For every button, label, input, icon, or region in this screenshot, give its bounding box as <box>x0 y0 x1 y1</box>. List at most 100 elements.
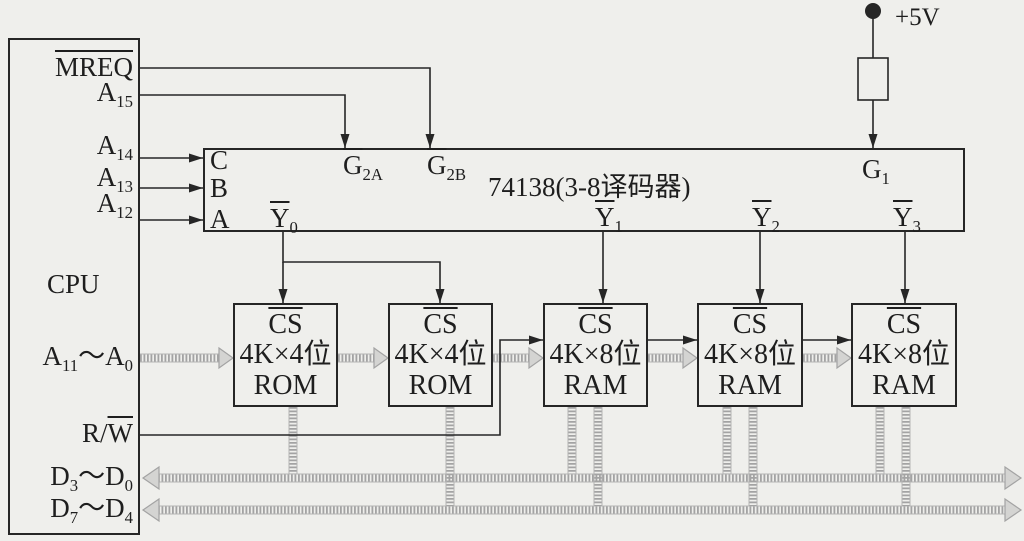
chip-size-label: 4K×8位 <box>703 339 796 370</box>
g2b-name: G <box>427 150 447 180</box>
dlow-to-sub: 0 <box>124 476 133 496</box>
dlow-from-sub: 3 <box>69 476 79 496</box>
chip-select-label: CS <box>545 311 646 339</box>
ram-3-data-link-high <box>901 407 911 506</box>
y0-sub: 0 <box>289 218 298 238</box>
dhigh-to-sub: 4 <box>124 508 133 528</box>
memory-chip-rom-2: CS 4K×4位 ROM <box>388 303 493 407</box>
y2-name: Y <box>752 202 772 232</box>
address-bus-to-rom-2 <box>338 346 390 370</box>
decoder-y0-label: Y0 <box>270 203 298 237</box>
dhigh-to-name: D <box>105 493 125 523</box>
g2a-name: G <box>343 150 363 180</box>
mreq-text: MREQ <box>54 52 133 82</box>
a13-label: A13 <box>96 162 133 196</box>
address-bus-label: A11～A0 <box>42 341 134 375</box>
data-bus-low <box>141 465 1023 491</box>
cpu-title: CPU <box>47 269 100 299</box>
cpu-block: MREQ A15 A14 A13 A12 CPU A11～A0 R/W D3～D… <box>8 38 140 535</box>
a12-sub: 12 <box>116 203 133 223</box>
decoder-g1-label: G1 <box>862 156 890 188</box>
g2a-sub: 2A <box>362 165 383 185</box>
rom-2-data-link <box>445 407 455 506</box>
memory-chip-ram-1: CS 4K×8位 RAM <box>543 303 648 407</box>
decoder-y3-label: Y3 <box>893 202 921 236</box>
chip-type-label: RAM <box>872 370 936 401</box>
rw-read: R/ <box>82 418 108 448</box>
y0-name: Y <box>270 203 290 233</box>
chip-type-label: ROM <box>408 370 473 401</box>
a14-name: A <box>96 130 117 160</box>
chip-size-label: 4K×4位 <box>239 339 332 370</box>
chip-select-label: CS <box>853 311 955 339</box>
a15-label: A15 <box>96 77 133 111</box>
g1-sub: 1 <box>881 169 890 189</box>
y2-sub: 2 <box>771 217 780 237</box>
dhigh-sep: ～ <box>78 493 106 523</box>
y3-sub: 3 <box>912 217 921 237</box>
rw-label: R/W <box>82 420 133 447</box>
chip-select-text: CS <box>268 309 303 340</box>
a14-sub: 14 <box>116 145 133 165</box>
decoder-g2a-label: G2A <box>343 150 383 184</box>
chip-type-label: ROM <box>253 370 318 401</box>
decoder-title: 74138(3-8译码器) <box>488 172 691 202</box>
decoder-input-c: C <box>210 145 229 175</box>
address-bus-to-ram-2 <box>648 346 699 370</box>
decoder-y2-label: Y2 <box>752 202 780 236</box>
pull-up-resistor <box>857 57 889 101</box>
data-high-label: D7～D4 <box>50 493 133 527</box>
dhigh-from-name: D <box>50 493 70 523</box>
chip-select-label: CS <box>235 311 336 339</box>
address-bus-to-ram-1 <box>493 346 545 370</box>
dlow-to-name: D <box>105 461 125 491</box>
wire-mreq <box>140 67 435 148</box>
g2b-sub: 2B <box>446 165 467 185</box>
a12-label: A12 <box>97 190 133 222</box>
a13-sub: 13 <box>116 177 133 197</box>
memory-chip-ram-3: CS 4K×8位 RAM <box>851 303 957 407</box>
ram-2-data-link-high <box>748 407 758 506</box>
chip-select-label: CS <box>699 311 801 339</box>
ram-2-data-link-low <box>722 407 732 474</box>
ram-1-data-link-high <box>593 407 603 506</box>
chip-size-label: 4K×8位 <box>857 339 950 370</box>
decoder-block: C B A G2A G2B 74138(3-8译码器) G1 Y0 Y1 Y2 … <box>203 145 965 237</box>
a13-name: A <box>96 162 117 192</box>
data-bus-high <box>141 497 1023 523</box>
memory-chip-rom-1: CS 4K×4位 ROM <box>233 303 338 407</box>
addr-from-sub: 11 <box>62 356 79 376</box>
y1-sub: 1 <box>614 217 623 237</box>
chip-select-text: CS <box>423 309 458 340</box>
address-bus-to-ram-3 <box>803 346 853 370</box>
a15-name: A <box>96 77 117 107</box>
addr-to-name: A <box>105 341 125 371</box>
dlow-from-name: D <box>50 461 70 491</box>
addr-from-name: A <box>42 341 63 371</box>
y1-name: Y <box>595 202 615 232</box>
chip-type-label: RAM <box>718 370 782 401</box>
mreq-label: MREQ <box>55 54 133 81</box>
decoder-input-a: A <box>210 204 230 234</box>
decoder-g2b-label: G2B <box>427 150 466 184</box>
memory-chip-ram-2: CS 4K×8位 RAM <box>697 303 803 407</box>
ram-3-data-link-low <box>875 407 885 474</box>
addr-to-sub: 0 <box>124 356 133 376</box>
addr-range-sep: ～ <box>78 341 106 371</box>
a14-label: A14 <box>96 130 133 164</box>
rw-write: W <box>107 418 133 448</box>
chip-size-label: 4K×4位 <box>394 339 487 370</box>
power-label: +5V <box>895 4 940 31</box>
dhigh-from-sub: 7 <box>69 508 79 528</box>
chip-select-text: CS <box>578 309 613 340</box>
y3-name: Y <box>893 202 913 232</box>
ram-1-data-link-low <box>567 407 577 474</box>
wire-rw <box>140 335 543 436</box>
address-bus-to-rom-1 <box>140 346 235 370</box>
data-low-label: D3～D0 <box>50 461 133 495</box>
decoder-input-b: B <box>210 173 229 203</box>
chip-select-text: CS <box>732 309 768 340</box>
rom-1-data-link <box>288 407 298 474</box>
